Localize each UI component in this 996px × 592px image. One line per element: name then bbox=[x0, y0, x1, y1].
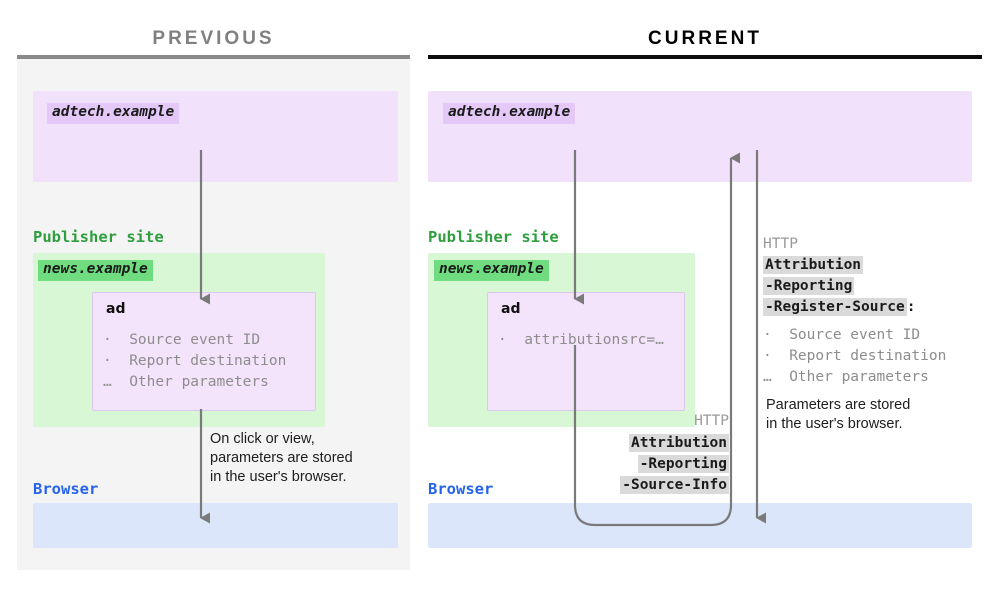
prev-ad-params: · Source event ID · Report destination …… bbox=[103, 332, 287, 390]
register-source-header-line-3-text: -Register-Source bbox=[763, 298, 907, 316]
curr-ad-params: · attributionsrc=… bbox=[498, 332, 664, 348]
prev-browser-label: Browser bbox=[33, 480, 99, 498]
prev-ad-title: ad bbox=[106, 301, 126, 317]
register-source-header-line-3: -Register-Source: bbox=[763, 298, 916, 316]
column-rule-current bbox=[428, 55, 982, 59]
column-title-previous: PREVIOUS bbox=[152, 28, 275, 49]
curr-browser-label: Browser bbox=[428, 480, 494, 498]
column-title-current: CURRENT bbox=[648, 28, 762, 49]
register-source-header-line-1: Attribution bbox=[763, 256, 864, 274]
register-source-colon: : bbox=[906, 299, 916, 315]
prev-browser-region bbox=[33, 503, 398, 548]
source-info-header-line-1: Attribution bbox=[560, 434, 729, 452]
source-info-header-line-1-text: Attribution bbox=[628, 434, 729, 452]
source-info-header-line-3: -Source-Info bbox=[560, 476, 729, 494]
register-source-params: · Source event ID · Report destination …… bbox=[763, 327, 947, 385]
curr-publisher-label: Publisher site bbox=[428, 228, 559, 246]
source-info-http-label: HTTP bbox=[694, 413, 729, 429]
prev-browser-note: On click or view, parameters are stored … bbox=[210, 431, 353, 485]
curr-ad-title: ad bbox=[501, 301, 521, 317]
register-source-header-line-2-text: -Reporting bbox=[763, 277, 855, 295]
prev-news-chip: news.example bbox=[38, 260, 153, 281]
source-info-header-line-2-text: -Reporting bbox=[637, 455, 729, 473]
source-info-header-line-3-text: -Source-Info bbox=[620, 476, 729, 494]
prev-publisher-label: Publisher site bbox=[33, 228, 164, 246]
register-source-header-line-2: -Reporting bbox=[763, 277, 855, 295]
source-info-header-line-2: -Reporting bbox=[560, 455, 729, 473]
curr-adtech-chip: adtech.example bbox=[443, 103, 576, 124]
curr-browser-note: Parameters are stored in the user's brow… bbox=[766, 397, 911, 432]
register-source-http-label: HTTP bbox=[763, 236, 798, 252]
column-rule-previous bbox=[17, 55, 410, 59]
curr-news-chip: news.example bbox=[434, 260, 549, 281]
prev-ad-card bbox=[92, 292, 316, 411]
curr-browser-region bbox=[428, 503, 972, 548]
prev-adtech-chip: adtech.example bbox=[47, 103, 180, 124]
register-source-header-line-1-text: Attribution bbox=[763, 256, 864, 274]
